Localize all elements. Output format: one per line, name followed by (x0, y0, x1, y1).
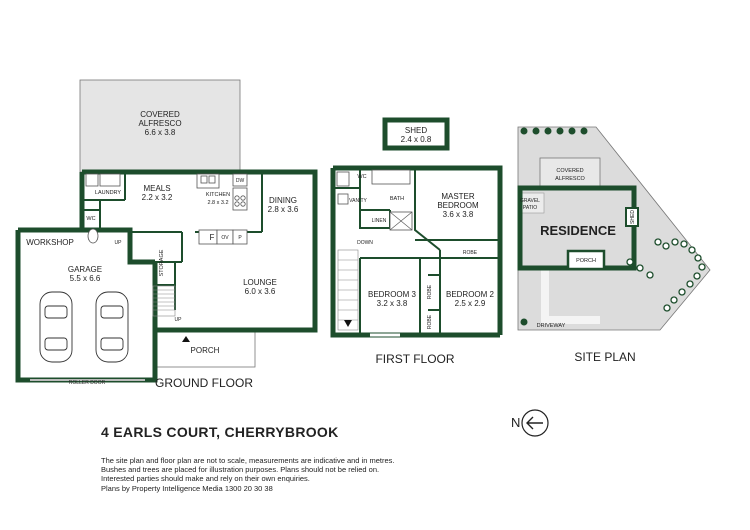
dishwasher-label: DW (236, 178, 245, 184)
north-compass: N (503, 405, 553, 441)
porch-area (154, 329, 256, 368)
site-porch-label: PORCH (576, 258, 596, 264)
master-robe-label: ROBE (463, 250, 478, 256)
meals-size: 2.2 x 3.2 (142, 193, 173, 202)
covered-alfresco-label-line2: ALFRESCO (138, 119, 181, 128)
stairs-up-label-2: UP (175, 317, 183, 323)
garage-label: GARAGE (68, 265, 102, 274)
bedroom2-robe-label: ROBE (427, 314, 433, 329)
bath-label: BATH (390, 196, 404, 202)
disclaimer-line: Bushes and trees are placed for illustra… (101, 465, 380, 475)
roller-door-label: ROLLER DOOR (69, 380, 106, 386)
site-covered-alfresco-label-line2: ALFRESCO (555, 176, 585, 182)
master-bedroom-label: MASTER (441, 192, 475, 201)
workshop-label: WORKSHOP (26, 238, 74, 247)
disclaimer-text: The site plan and floor plan are not to … (101, 456, 431, 493)
first-floor-title: FIRST FLOOR (375, 352, 454, 366)
north-label: N (511, 415, 520, 430)
fridge-label: F (210, 233, 215, 242)
first-floor-plan (330, 117, 503, 338)
stairs-up-label: UP (115, 240, 123, 246)
dining-size: 2.8 x 3.6 (268, 205, 299, 214)
driveway-label: DRIVEWAY (537, 323, 566, 329)
master-bedroom-size: 3.6 x 3.8 (443, 210, 474, 219)
kitchen-size: 2.8 x 3.2 (207, 200, 228, 206)
disclaimer-line: Interested parties should make and rely … (101, 474, 310, 484)
storage-label: STORAGE (159, 249, 165, 276)
garage-size: 5.5 x 6.6 (70, 274, 101, 283)
arrow-left-icon (526, 416, 543, 430)
site-plan (517, 126, 711, 331)
vanity-label: VANITY (349, 198, 367, 204)
gravel-patio-label-line2: PATIO (523, 205, 537, 211)
covered-alfresco-area (79, 79, 241, 173)
property-address: 4 EARLS COURT, CHERRYBROOK (101, 424, 339, 440)
porch-label: PORCH (191, 346, 220, 355)
lounge-label: LOUNGE (243, 278, 277, 287)
residence-label: RESIDENCE (540, 223, 616, 238)
master-bedroom-label-line2: BEDROOM (437, 201, 479, 210)
shed-size: 2.4 x 0.8 (401, 135, 432, 144)
disclaimer-line: Plans by Property Intelligence Media 130… (101, 483, 273, 493)
linen-label: LINEN (372, 218, 387, 224)
ground-floor-title: GROUND FLOOR (155, 376, 253, 390)
meals-label: MEALS (143, 184, 170, 193)
car-icon (39, 291, 129, 363)
site-plan-title: SITE PLAN (574, 350, 635, 364)
shed-outline (382, 117, 450, 151)
dining-label: DINING (269, 196, 297, 205)
kitchen-label: KITCHEN (206, 192, 230, 198)
site-covered-alfresco-label: COVERED (556, 168, 583, 174)
bedroom3-robe-label: ROBE (427, 284, 433, 299)
covered-alfresco-label: COVERED (140, 110, 180, 119)
disclaimer-line: The site plan and floor plan are not to … (101, 456, 395, 465)
wc-label: WC (86, 216, 95, 222)
bedroom2-label: BEDROOM 2 (446, 290, 495, 299)
pantry-label: P (238, 235, 242, 241)
stairs-down-label: DOWN (357, 240, 373, 246)
room-labels: COVERED ALFRESCO 6.6 x 3.8 LAUNDRY WC ME… (26, 110, 636, 390)
first-wc-label: WC (357, 174, 366, 180)
covered-alfresco-size: 6.6 x 3.8 (145, 128, 176, 137)
site-shed-label: SHED (630, 210, 636, 224)
lounge-size: 6.0 x 3.6 (245, 287, 276, 296)
shed-label: SHED (405, 126, 427, 135)
bedroom3-size: 3.2 x 3.8 (377, 299, 408, 308)
bedroom2-size: 2.5 x 2.9 (455, 299, 486, 308)
gravel-patio-label: GRAVEL (520, 198, 540, 204)
bedroom3-label: BEDROOM 3 (368, 290, 417, 299)
oven-label: OV (221, 235, 229, 241)
laundry-label: LAUNDRY (95, 190, 122, 196)
ground-floor-plan (15, 79, 318, 383)
